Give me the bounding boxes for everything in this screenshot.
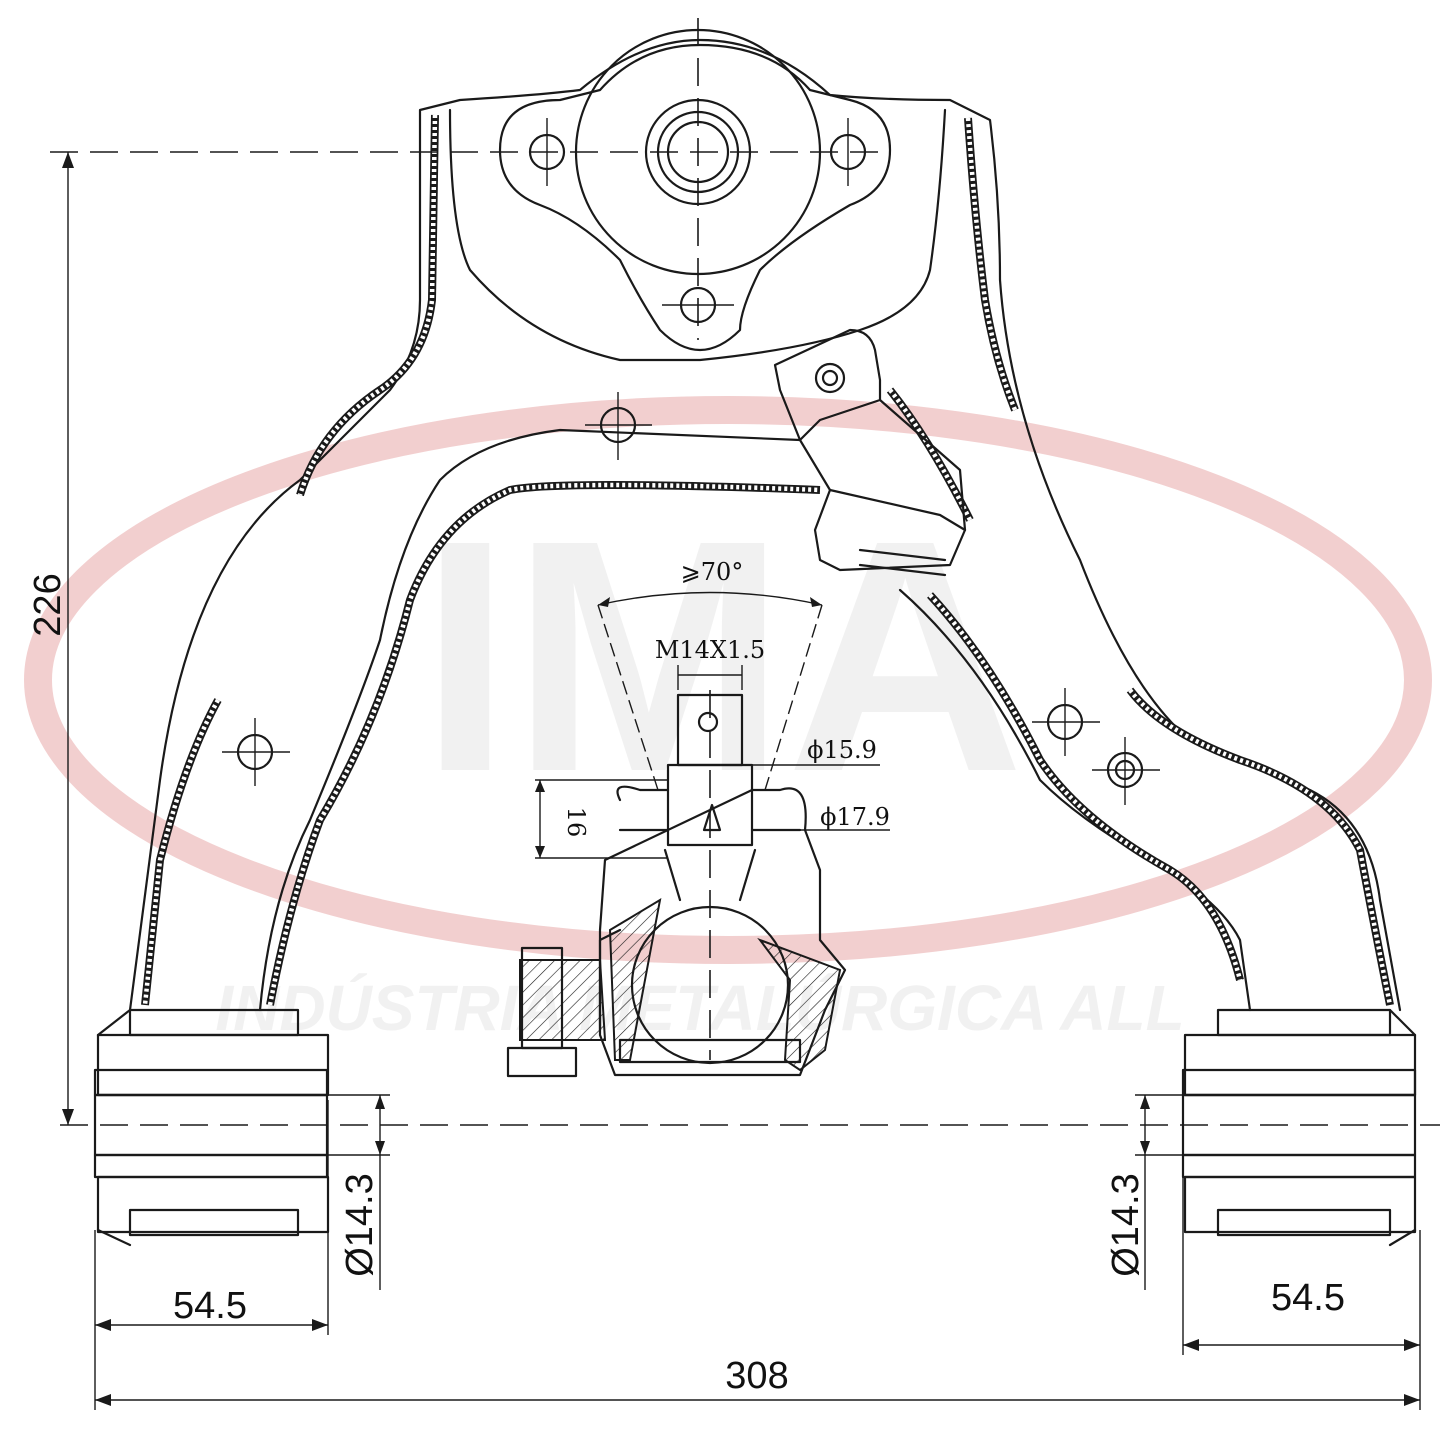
hole-right-lower [1092,737,1160,805]
mount-plate [50,18,892,352]
watermark-ring [24,396,1432,964]
dim-ball-angle: ⩾70° [681,558,744,586]
dim-total-width: 308 [725,1355,788,1397]
hose-bracket [773,328,967,577]
left-bushing [93,1008,330,1247]
watermark-brand: IMA [420,471,1025,840]
ball-joint [506,591,847,1078]
watermark-logo: IMA INDÚSTRIA METALÚRGICA ALL [24,396,1432,1044]
hole-center [585,392,652,460]
dimension-lines [60,152,1440,1410]
dim-bore-right: Ø14.3 [1105,1173,1147,1277]
dim-height: 226 [27,573,69,636]
dim-bushing-width-right: 54.5 [1271,1277,1345,1319]
hole-left [222,718,290,786]
dim-bore-left: Ø14.3 [339,1173,381,1277]
arm-body [128,38,1402,1012]
dim-stud-small: ϕ15.9 [807,736,877,764]
mount-holes [222,392,1160,805]
dim-taper-length: 16 [562,807,590,838]
right-bushing [1181,1008,1417,1247]
dim-thread: M14X1.5 [655,636,765,664]
dimension-labels: 226 308 54.5 54.5 Ø14.3 Ø14.3 ⩾70° M14X1… [27,558,1345,1397]
hole-right [1032,688,1100,756]
dim-bushing-width-left: 54.5 [173,1285,247,1327]
dim-stud-large: ϕ17.9 [820,803,890,831]
watermark-tagline: INDÚSTRIA METALÚRGICA ALL [215,972,1184,1044]
